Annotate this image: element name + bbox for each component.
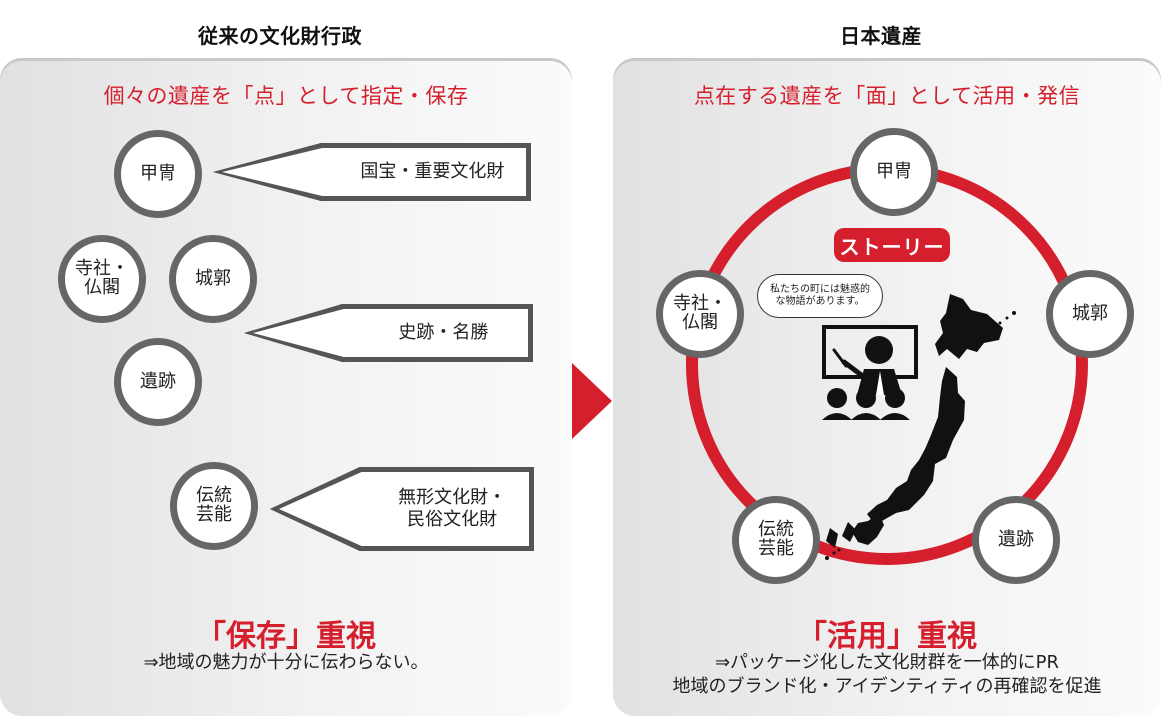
right-circle-armor: 甲冑 — [850, 128, 938, 216]
right-circle-castle: 城郭 — [1046, 270, 1134, 358]
japan-map-icon — [825, 294, 1016, 560]
left-circle-castle: 城郭 — [169, 235, 257, 323]
audience-icon — [822, 388, 910, 420]
left-circle-armor: 甲冑 — [114, 130, 202, 218]
speech-bubble: 私たちの町には魅惑的 な物語があります。 — [757, 274, 883, 318]
left-circle-performing-arts: 伝統 芸能 — [170, 462, 258, 550]
arrow-national-treasure: 国宝・重要文化財 — [213, 143, 531, 201]
left-footer-title: 「保存」重視 — [196, 619, 376, 654]
left-circle-ruins: 遺跡 — [114, 338, 202, 426]
right-footer-note: ⇒パッケージ化した文化財群を一体的にPR 地域のブランド化・アイデンティティの再… — [672, 652, 1102, 698]
left-panel: 個々の遺産を「点」として指定・保存 甲冑 寺社・ 仏閣 城郭 遺跡 伝統 芸能 … — [0, 58, 572, 716]
right-circle-ruins: 遺跡 — [972, 496, 1060, 584]
left-circle-temple: 寺社・ 仏閣 — [58, 235, 146, 323]
arrow-intangible-culture: 無形文化財・ 民俗文化財 — [270, 467, 534, 551]
right-footer-title: 「活用」重視 — [797, 619, 977, 654]
left-footer-note: ⇒地域の魅力が十分に伝わらない。 — [143, 652, 429, 673]
right-panel-subtitle: 点在する遺産を「面」として活用・発信 — [693, 84, 1081, 108]
right-circle-performing-arts: 伝統 芸能 — [732, 496, 820, 584]
right-column-title: 日本遺産 — [840, 24, 922, 48]
arrow-intangible-culture-label: 無形文化財・ 民俗文化財 — [398, 486, 507, 531]
arrow-historic-site: 史跡・名勝 — [244, 304, 533, 362]
story-badge: ストーリー — [834, 228, 950, 262]
arrow-national-treasure-label: 国宝・重要文化財 — [360, 160, 505, 182]
right-circle-temple: 寺社・ 仏閣 — [656, 270, 744, 358]
arrow-historic-site-label: 史跡・名勝 — [398, 321, 489, 343]
left-panel-subtitle: 個々の遺産を「点」として指定・保存 — [103, 84, 469, 108]
presenter-icon — [822, 325, 918, 420]
left-column-title: 従来の文化財行政 — [198, 24, 362, 48]
transition-arrow — [572, 363, 612, 439]
